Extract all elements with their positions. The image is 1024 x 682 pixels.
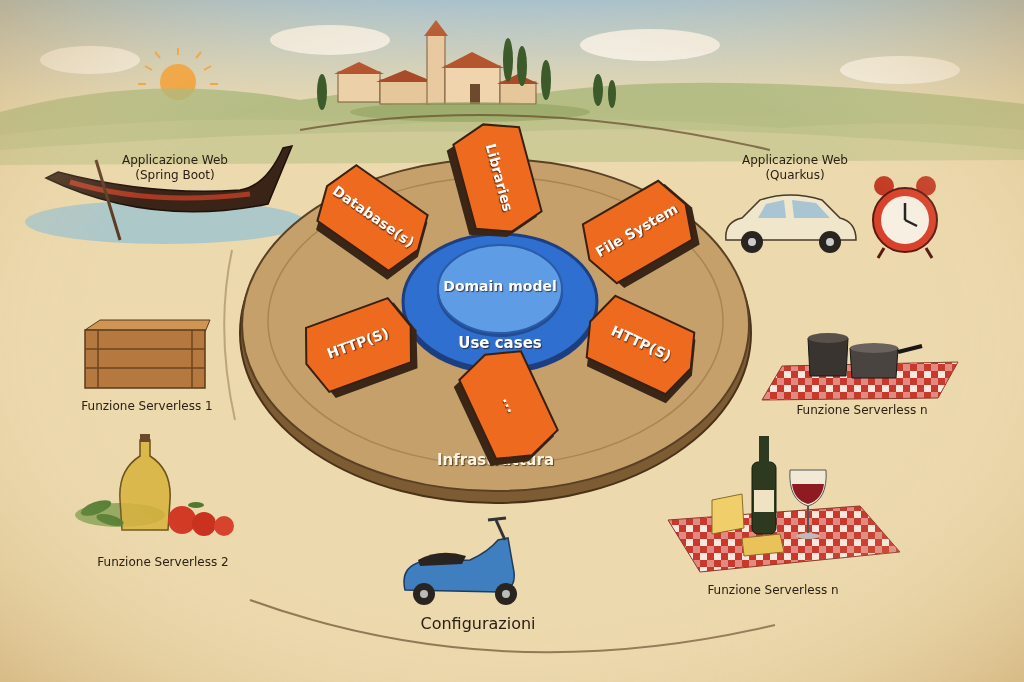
caption-label: Applicazione Web (Quarkus) (725, 153, 865, 183)
hexagon-face (450, 116, 544, 241)
hexagon-face (308, 158, 438, 277)
caption-label: Funzione Serverless n (688, 583, 858, 598)
node-label: Domain model (435, 278, 565, 294)
hexagon-face (295, 294, 423, 396)
caption-label: Funzione Serverless n (777, 403, 947, 418)
infrastructure-disk: InfrastrutturaUse casesDomain modelDatab… (238, 145, 753, 505)
caption-label: Configurazioni (388, 614, 568, 634)
caption-label: Applicazione Web (Spring Boot) (105, 153, 245, 183)
caption-label: Funzione Serverless 2 (78, 555, 248, 570)
hexagon-face (572, 175, 702, 289)
hexagon-face (454, 340, 563, 469)
hexagon-face (576, 291, 705, 400)
domain-model-core: Domain model (435, 240, 565, 338)
caption-label: Funzione Serverless 1 (62, 399, 232, 414)
